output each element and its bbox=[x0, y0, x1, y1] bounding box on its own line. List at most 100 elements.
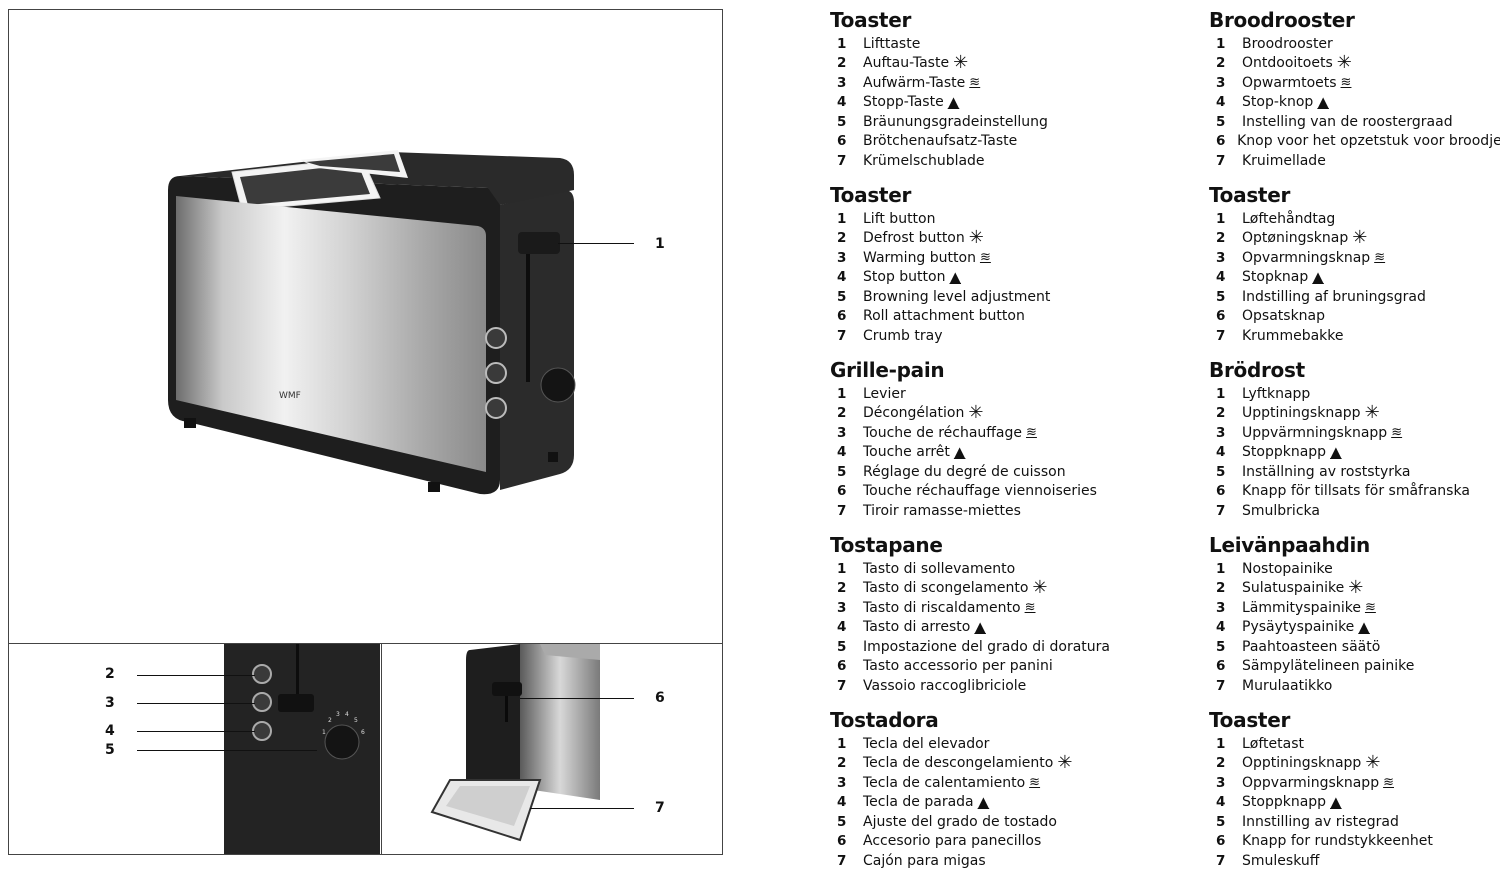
item-label: Auftau-Taste bbox=[863, 55, 950, 72]
item-label: Krummebakke bbox=[1242, 327, 1344, 344]
item-label: Stopp-Taste bbox=[863, 94, 944, 111]
item-number: 6 bbox=[1216, 133, 1226, 150]
item-label: Nostopainike bbox=[1242, 560, 1333, 577]
legend-item: 3 Warming button≋ bbox=[830, 248, 1130, 268]
item-label: Touche de réchauffage bbox=[863, 424, 1023, 441]
warming-icon: ≋ bbox=[969, 74, 981, 90]
item-label: Roll attachment button bbox=[863, 308, 1025, 325]
item-label: Touche réchauffage viennoiseries bbox=[863, 483, 1097, 500]
item-label: Réglage du degré de cuisson bbox=[863, 463, 1066, 480]
warming-icon: ≋ bbox=[979, 249, 991, 265]
item-number: 4 bbox=[1216, 619, 1226, 636]
item-number: 6 bbox=[837, 833, 847, 850]
item-number: 3 bbox=[837, 599, 847, 616]
warming-icon: ≋ bbox=[1340, 74, 1352, 90]
defrost-icon: ✳ bbox=[1364, 402, 1380, 424]
warming-icon: ≋ bbox=[1383, 774, 1394, 790]
callout-2: 2 bbox=[105, 666, 115, 682]
item-label: Accesorio para panecillos bbox=[863, 833, 1042, 850]
warming-icon: ≋ bbox=[1391, 424, 1403, 440]
crumb-tray-detail bbox=[430, 644, 600, 842]
stop-icon: ▲ bbox=[977, 793, 990, 812]
item-number: 3 bbox=[1216, 424, 1226, 441]
item-number: 6 bbox=[1216, 833, 1226, 850]
section-title: Toaster bbox=[1209, 708, 1291, 732]
callout-4: 4 bbox=[105, 723, 115, 739]
item-number: 6 bbox=[837, 133, 847, 150]
item-number: 5 bbox=[837, 463, 847, 480]
item-number: 1 bbox=[837, 560, 847, 577]
callout-7: 7 bbox=[655, 800, 665, 816]
item-number: 1 bbox=[1216, 385, 1226, 402]
item-label: Touche arrêt bbox=[863, 444, 950, 461]
callout-1-leader bbox=[558, 243, 634, 244]
item-number: 3 bbox=[1216, 249, 1226, 266]
item-label: Tecla del elevador bbox=[863, 735, 990, 752]
item-label: Murulaatikko bbox=[1242, 677, 1333, 694]
warming-icon: ≋ bbox=[1364, 599, 1376, 615]
item-number: 4 bbox=[837, 444, 847, 461]
item-label: Opvarmningsknap bbox=[1242, 249, 1371, 266]
item-label: Pysäytyspainike bbox=[1242, 619, 1355, 636]
item-number: 3 bbox=[837, 424, 847, 441]
item-number: 6 bbox=[837, 308, 847, 325]
item-number: 4 bbox=[837, 269, 847, 286]
item-number: 2 bbox=[1216, 405, 1226, 422]
item-label: Løftehåndtag bbox=[1242, 210, 1336, 227]
callout-1: 1 bbox=[655, 236, 665, 252]
item-number: 3 bbox=[837, 249, 847, 266]
stop-icon: ▲ bbox=[974, 618, 986, 637]
item-number: 1 bbox=[1216, 35, 1226, 52]
figure-divider-vertical bbox=[381, 643, 382, 855]
item-number: 6 bbox=[1216, 483, 1226, 500]
item-label: Krümelschublade bbox=[863, 152, 985, 169]
item-number: 5 bbox=[837, 113, 847, 130]
item-number: 7 bbox=[837, 852, 847, 869]
item-label: Lifttaste bbox=[863, 35, 921, 52]
item-number: 7 bbox=[1216, 852, 1226, 869]
callout-5: 5 bbox=[105, 742, 115, 758]
section-title: Toaster bbox=[830, 8, 912, 32]
item-label: Kruimellade bbox=[1242, 152, 1326, 169]
item-label: Warming button bbox=[863, 249, 976, 266]
stop-icon: ▲ bbox=[1312, 268, 1324, 287]
stop-icon: ▲ bbox=[1358, 618, 1370, 637]
item-label: Tasto di riscaldamento bbox=[863, 599, 1021, 616]
item-number: 1 bbox=[837, 385, 847, 402]
section-title: Brödrost bbox=[1209, 358, 1305, 382]
item-label: Décongélation bbox=[863, 405, 965, 422]
item-label: Oppvarmingsknapp bbox=[1242, 774, 1380, 791]
